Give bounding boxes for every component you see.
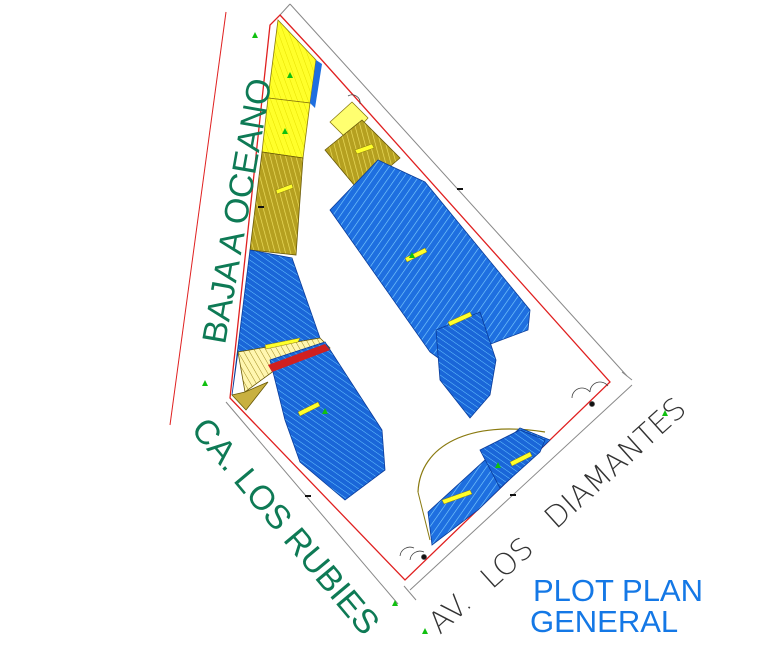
north-arrow-icon — [252, 32, 258, 38]
north-arrow-icon — [495, 462, 501, 468]
south-east-building — [417, 427, 551, 546]
plan-title-line-1: PLOT PLAN — [533, 573, 704, 608]
street-label-diamantes: DIAMANTES — [538, 391, 693, 536]
north-arrow-icon — [287, 72, 293, 78]
main-building — [329, 159, 531, 419]
street-label-av: AV. — [422, 585, 479, 641]
north-arrow-icon — [282, 128, 288, 134]
north-west-strip-building — [249, 19, 322, 256]
north-arrow-icon — [392, 600, 398, 606]
street-lines — [169, 3, 633, 605]
north-arrows — [202, 32, 668, 634]
south-west-building — [268, 341, 386, 501]
north-arrow-icon — [322, 408, 328, 414]
north-arrow-icon — [422, 628, 428, 634]
elevation-marks — [264, 143, 533, 505]
lot-boundary — [229, 14, 611, 581]
north-arrow-icon — [202, 380, 208, 386]
door-swings — [347, 94, 609, 561]
plan-title-line-2: GENERAL — [530, 604, 679, 639]
dimension-ticks — [258, 188, 516, 497]
street-label-los: LOS — [474, 531, 541, 596]
north-east-annex — [324, 101, 401, 193]
north-arrow-icon — [409, 252, 415, 258]
north-arrow-icon — [662, 410, 668, 416]
